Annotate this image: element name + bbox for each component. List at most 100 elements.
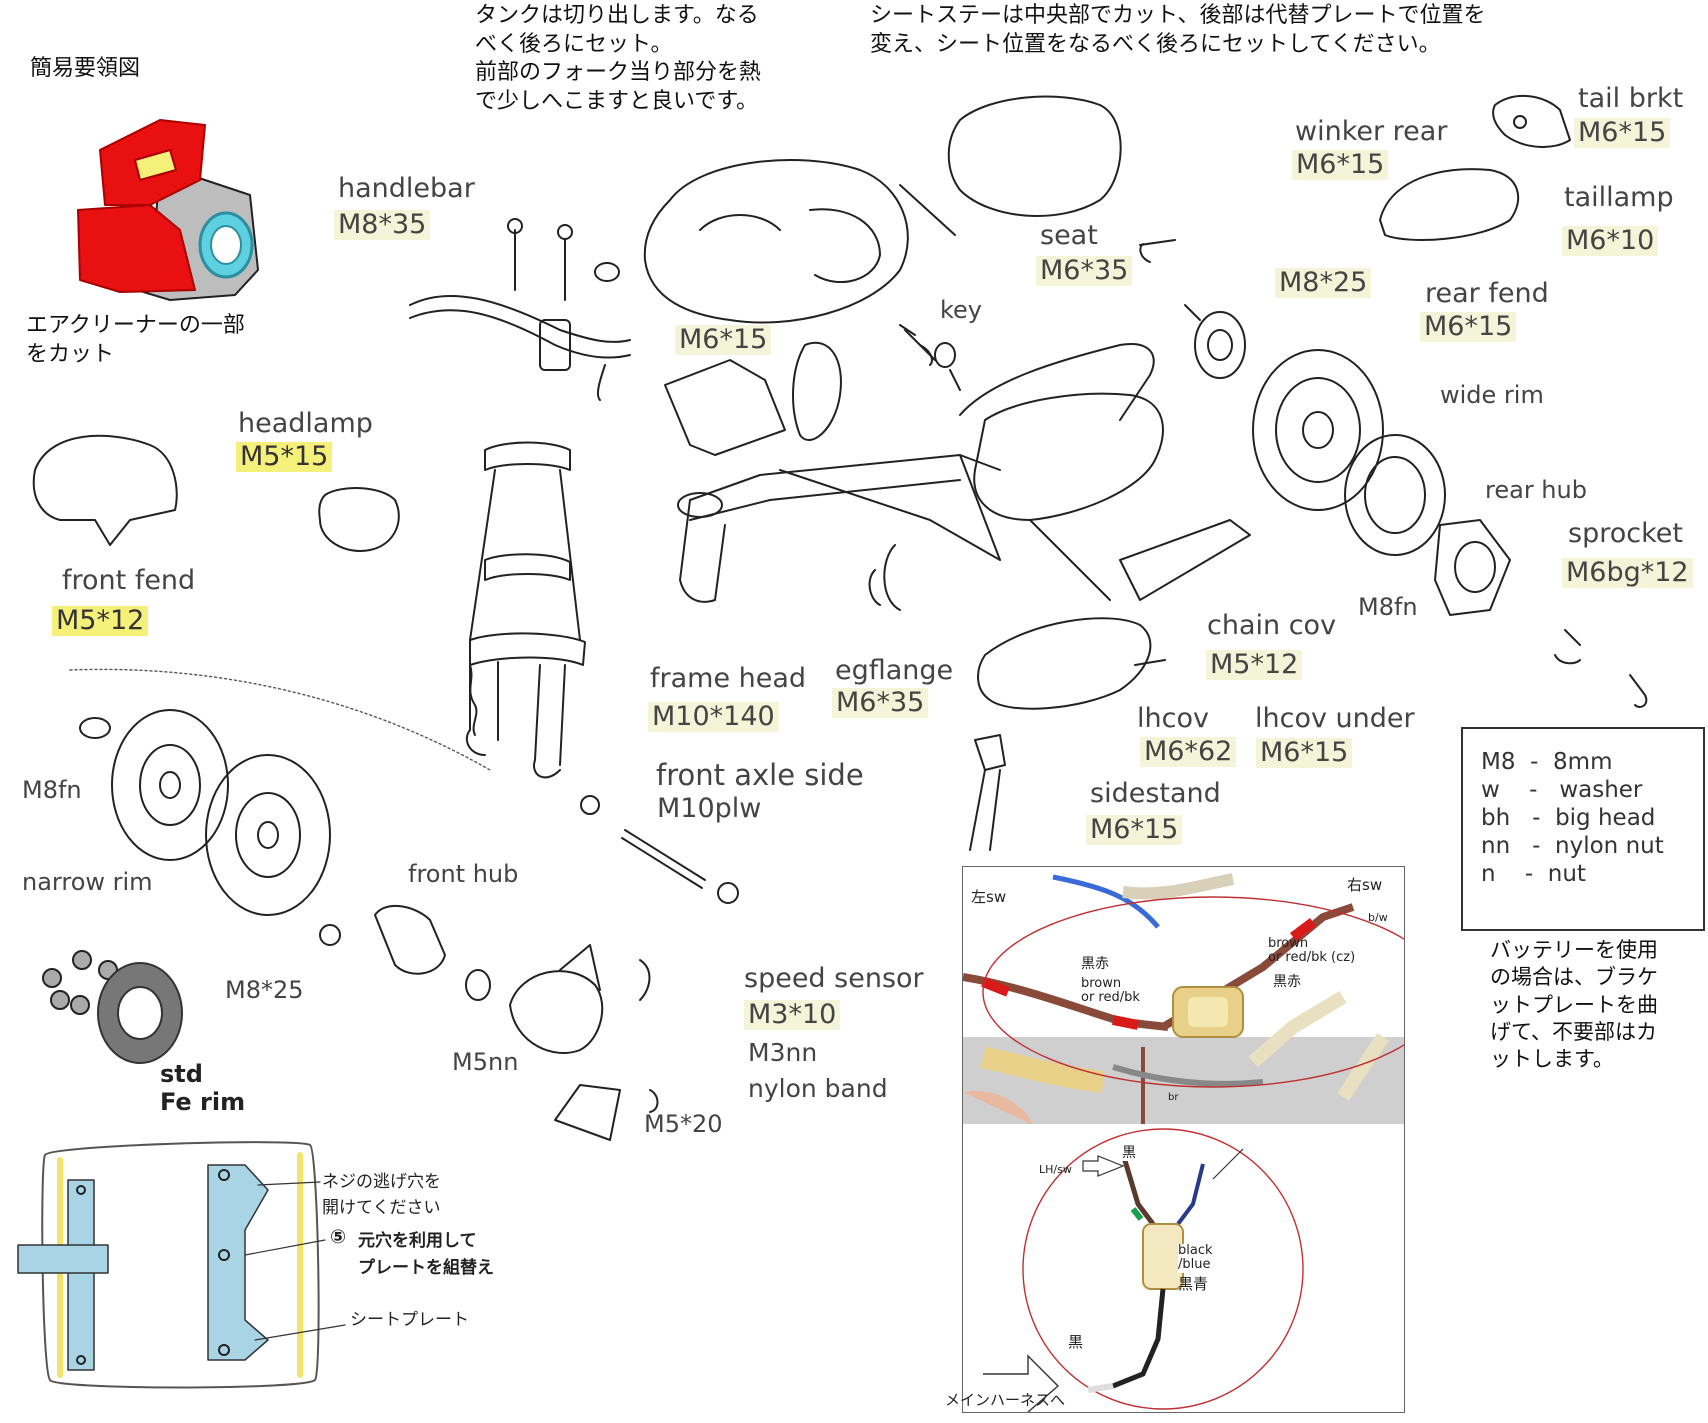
front-axle-label: front axle side [656,758,864,792]
rear-hub-label: rear hub [1485,476,1587,504]
m5nn-spec: M5nn [452,1048,519,1076]
sidestand-spec: M6*15 [1086,815,1183,846]
egflange-spec: M6*35 [832,688,929,719]
legend-row: w - washer [1481,777,1643,803]
aircleaner-illustration [77,119,259,301]
taillamp-label: taillamp [1564,182,1674,213]
front-fork-drawing [465,441,586,779]
lhcov-drawing [977,617,1166,710]
guide-line [69,668,491,771]
std-fe-rim-drawing [42,950,183,1064]
front-fend-spec: M5*12 [52,606,149,637]
winker-rear-label: winker rear [1295,116,1448,147]
m5-20-spec: M5*20 [644,1110,723,1138]
sidestand-drawing [969,734,1006,851]
seat-drawing [947,95,1176,263]
handlebar-spec: M8*35 [334,210,431,241]
seat-plate-hole-note: ネジの逃げ穴を開けてください [322,1172,441,1218]
speed-sensor-spec-2: M3nn [748,1038,818,1067]
lhcov-spec: M6*62 [1140,737,1237,768]
sprocket-spec: M6bg*12 [1562,558,1693,589]
wide-rim-label: wide rim [1440,381,1544,409]
front-hub-drawing [374,904,491,1001]
abbreviation-legend: M8 - 8mm w - washer bh - big head nn - n… [1461,727,1705,931]
br-label: br [1168,1092,1179,1103]
front-fender-drawing [32,434,178,546]
key-label: key [940,296,983,324]
taillamp-drawing [1379,168,1520,241]
seat-plate-reuse-note: 元穴を利用してプレートを組替え [358,1231,494,1279]
lhcov-under-label: lhcov under [1255,703,1415,734]
simple-guide-title: 簡易要領図 [30,56,141,81]
speed-sensor-spec-3: nylon band [748,1074,888,1103]
seat-plate-label: シートプレート [350,1310,469,1330]
sprocket-label: sprocket [1568,518,1683,549]
chain-cov-spec: M5*12 [1206,650,1303,681]
lh-sw-label: LH/sw [1039,1163,1072,1176]
headlamp-drawing [318,487,400,552]
legend-row: n - nut [1481,861,1586,887]
legend-row: M8 - 8mm [1481,749,1613,775]
m8fn-right-spec: M8fn [1358,593,1418,621]
headlamp-spec: M5*15 [236,442,333,473]
left-sw-label: 左sw [971,888,1007,906]
m8-25-left-spec: M8*25 [225,976,304,1004]
seat-stay-note: シートステーは中央部でカット、後部は代替プレートで位置を変え、シート位置をなるべ… [870,3,1486,57]
wiring-photo-bottom: 黒 LH/sw black/blue 黒青 黒 [962,1124,1405,1413]
seat-label: seat [1040,220,1098,251]
step-number: ⑤ [330,1226,347,1248]
egflange-drawing [868,544,901,611]
black-top-label: 黒 [1120,1145,1138,1162]
chain-cov-label: chain cov [1207,610,1337,641]
tail-bracket-drawing [1492,94,1571,148]
narrow-rim-label: narrow rim [22,868,153,896]
tank-drawing [643,159,956,324]
sidestand-label: sidestand [1090,778,1221,809]
narrow-rim-drawing [79,709,229,861]
taillamp-spec: M6*10 [1562,226,1659,257]
rear-hub-drawing [1344,434,1446,556]
battery-note: バッテリーを使用の場合は、ブラケットプレートを曲 げて、不要部はカットします。 [1490,938,1658,1072]
rear-fend-label: rear fend [1425,278,1549,309]
speed-sensor-drawing [509,944,659,1141]
bw-label: b/w [1368,911,1388,924]
front-hub-label: front hub [408,860,519,888]
front-fend-label: front fend [62,565,196,596]
wide-rim-drawing [1252,349,1384,511]
headlamp-label: headlamp [238,408,373,439]
handlebar-drawing [409,218,631,401]
tank-bolt-spec: M6*15 [675,325,772,356]
std-rim-label-1: std [160,1060,203,1088]
seat-spec: M6*35 [1036,256,1133,287]
narrow-rim-2-drawing [205,754,341,946]
aircleaner-note: エアクリーナーの一部をカット [26,313,245,367]
seat-plate-drawing [17,1141,346,1389]
lhcov-label: lhcov [1137,703,1209,734]
speed-sensor-label: speed sensor [744,963,924,994]
speed-sensor-spec-1: M3*10 [744,1000,841,1031]
black-blue-en-label: black/blue [1178,1243,1213,1273]
tail-brkt-label: tail brkt [1578,83,1684,114]
rear-m8-spec: M8*25 [1275,268,1372,299]
handlebar-label: handlebar [338,173,475,204]
rear-fender-drawing [1184,304,1246,379]
std-rim-label-2: Fe rim [160,1088,246,1116]
left-jp-label: 黒赤 [1081,956,1109,972]
right-jp-label: 黒赤 [1273,974,1301,990]
main-harness-label: メインハーネスへ [945,1391,1066,1409]
key-drawing [904,329,961,391]
wiring-photo-bottom-art [983,1128,1304,1413]
black-blue-jp-label: 黒青 [1178,1275,1209,1293]
front-axle-drawing [580,795,739,904]
m8fn-left-spec: M8fn [22,776,82,804]
frame-head-label: frame head [650,663,807,694]
frame-drawing [677,343,1164,603]
frame-head-spec: M10*140 [648,702,779,733]
front-axle-spec: M10plw [657,793,762,824]
chain-cover-drawing [1119,519,1251,601]
wiring-photo-top-art [963,873,1404,1125]
